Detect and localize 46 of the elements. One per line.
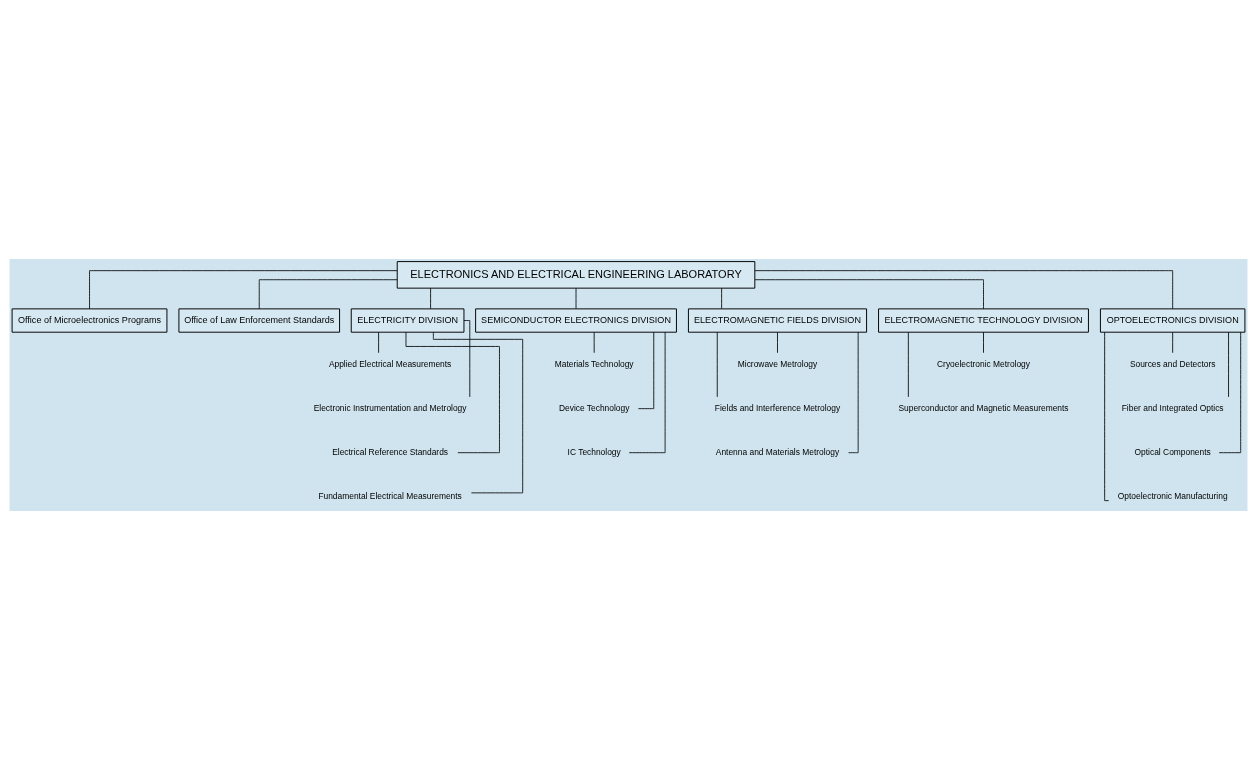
connector	[628, 331, 666, 453]
node-text: Fiber and Integrated Optics	[1121, 402, 1224, 413]
connector	[983, 331, 984, 353]
node-box: Office of Microelectronics Programs	[11, 307, 168, 333]
node-box: OPTOELECTRONICS DIVISION	[1099, 307, 1246, 333]
connector	[378, 331, 380, 353]
connector	[432, 331, 524, 493]
node-box: SEMICONDUCTOR ELECTRONICS DIVISION	[475, 307, 677, 333]
node-text: Fundamental Electrical Measurements	[318, 490, 462, 501]
connector	[1228, 331, 1229, 397]
node-box: ELECTROMAGNETIC FIELDS DIVISION	[687, 307, 868, 333]
node-box: ELECTROMAGNETIC TECHNOLOGY DIVISION	[878, 307, 1089, 333]
node-text: Superconductor and Magnetic Measurements	[898, 402, 1069, 413]
node-box: ELECTRONICS AND ELECTRICAL ENGINEERING LABORATORY	[396, 260, 756, 289]
connector	[593, 331, 595, 353]
node-box: ELECTRICITY DIVISION	[350, 307, 465, 333]
connector	[430, 287, 431, 309]
connector	[754, 269, 1174, 309]
node-text: Materials Technology	[554, 358, 634, 369]
connector	[1218, 331, 1242, 453]
connector	[1172, 331, 1174, 353]
connector	[721, 287, 723, 309]
node-text: Optical Components	[1134, 446, 1211, 457]
node-text: IC Technology	[567, 446, 621, 457]
node-text: Electrical Reference Standards	[332, 446, 449, 457]
connector	[716, 331, 718, 397]
connector	[777, 331, 778, 353]
connector	[907, 331, 909, 397]
node-text: Electronic Instrumentation and Metrology	[313, 402, 467, 413]
node-text: Device Technology	[558, 402, 630, 413]
connector	[754, 278, 984, 309]
node-text: Cryoelectronic Metrology	[937, 358, 1030, 369]
node-text: Antenna and Materials Metrology	[715, 446, 840, 457]
node-text: Fields and Interference Metrology	[714, 402, 841, 413]
connector	[258, 278, 398, 309]
node-box: Office of Law Enforcement Standards	[178, 307, 341, 333]
node-text: Optoelectronic Manufacturing	[1117, 490, 1228, 501]
node-text: Sources and Detectors	[1129, 358, 1216, 369]
connector	[638, 331, 655, 409]
connector	[463, 319, 471, 397]
connector	[405, 331, 500, 453]
connector	[575, 287, 577, 309]
connector	[89, 269, 398, 309]
connector	[1104, 331, 1110, 501]
node-text: Applied Electrical Measurements	[328, 358, 452, 369]
node-text: Microwave Metrology	[737, 358, 818, 369]
